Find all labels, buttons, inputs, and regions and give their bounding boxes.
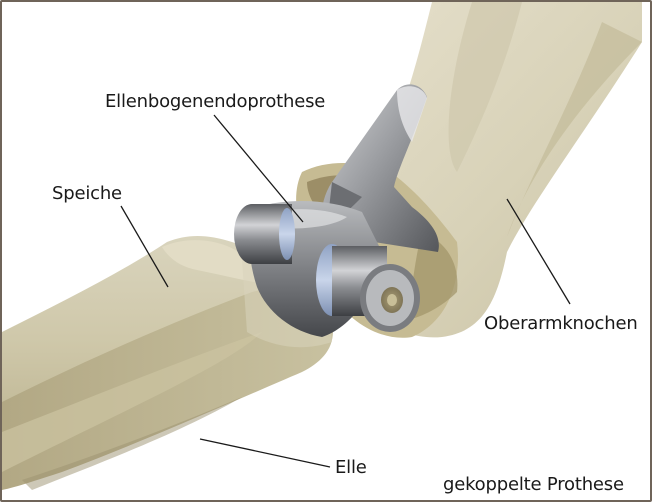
caption: gekoppelte Prothese [443, 475, 624, 495]
label-ulna: Elle [335, 458, 367, 478]
label-radius: Speiche [52, 184, 122, 204]
label-prosthesis: Ellenbogenendoprothese [105, 92, 325, 112]
label-humerus: Oberarmknochen [484, 314, 638, 334]
